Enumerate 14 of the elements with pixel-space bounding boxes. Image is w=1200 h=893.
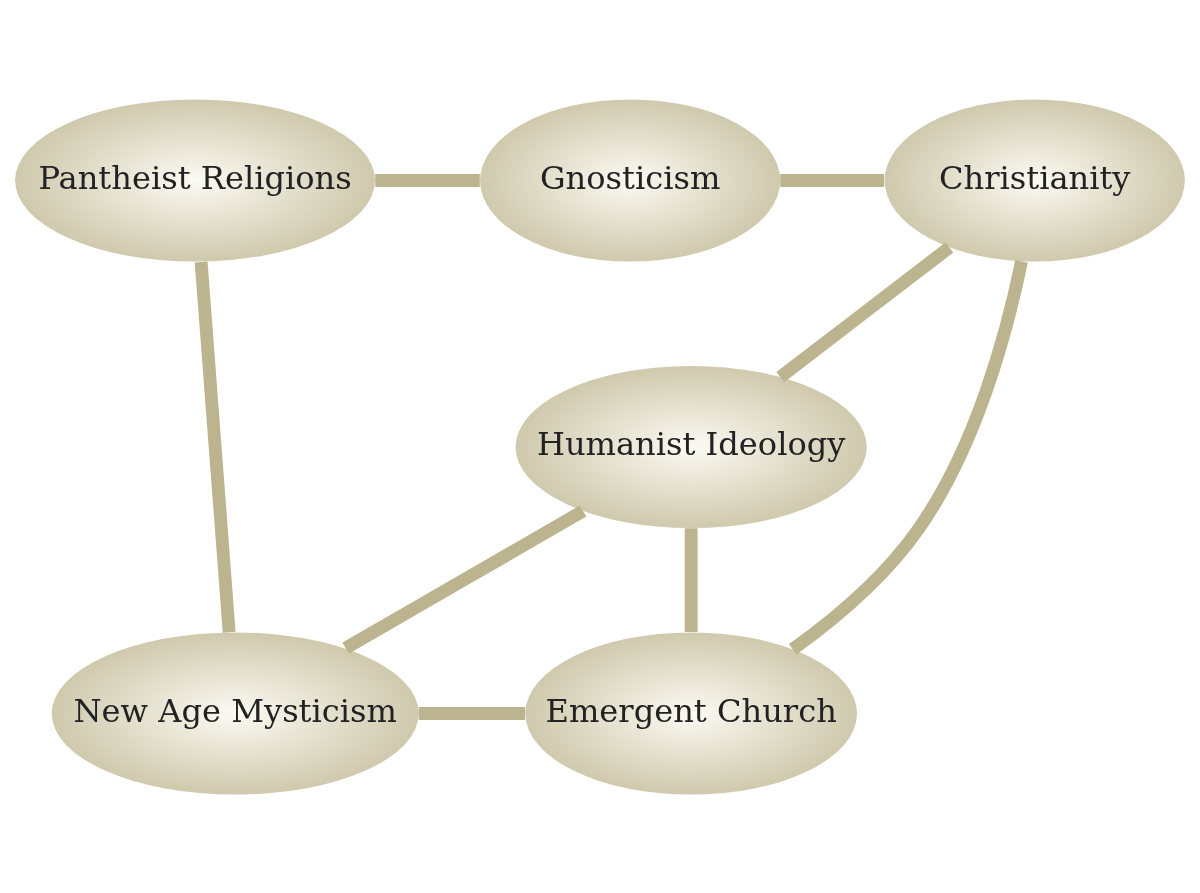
node-ellipse: New Age Mysticism xyxy=(51,631,419,795)
connector xyxy=(788,259,1028,654)
connector xyxy=(342,504,587,654)
connector xyxy=(194,261,236,633)
connector xyxy=(780,173,885,187)
connector xyxy=(776,241,954,382)
node-ellipse: Emergent Church xyxy=(525,631,857,795)
node-ellipse: Humanist Ideology xyxy=(515,365,867,528)
node-ellipse: Pantheist Religions xyxy=(15,98,376,262)
connector xyxy=(418,706,526,720)
connector xyxy=(375,173,480,187)
node-ellipse: Christianity xyxy=(884,98,1185,262)
connector xyxy=(684,527,698,632)
node-ellipse: Gnosticism xyxy=(480,98,781,262)
